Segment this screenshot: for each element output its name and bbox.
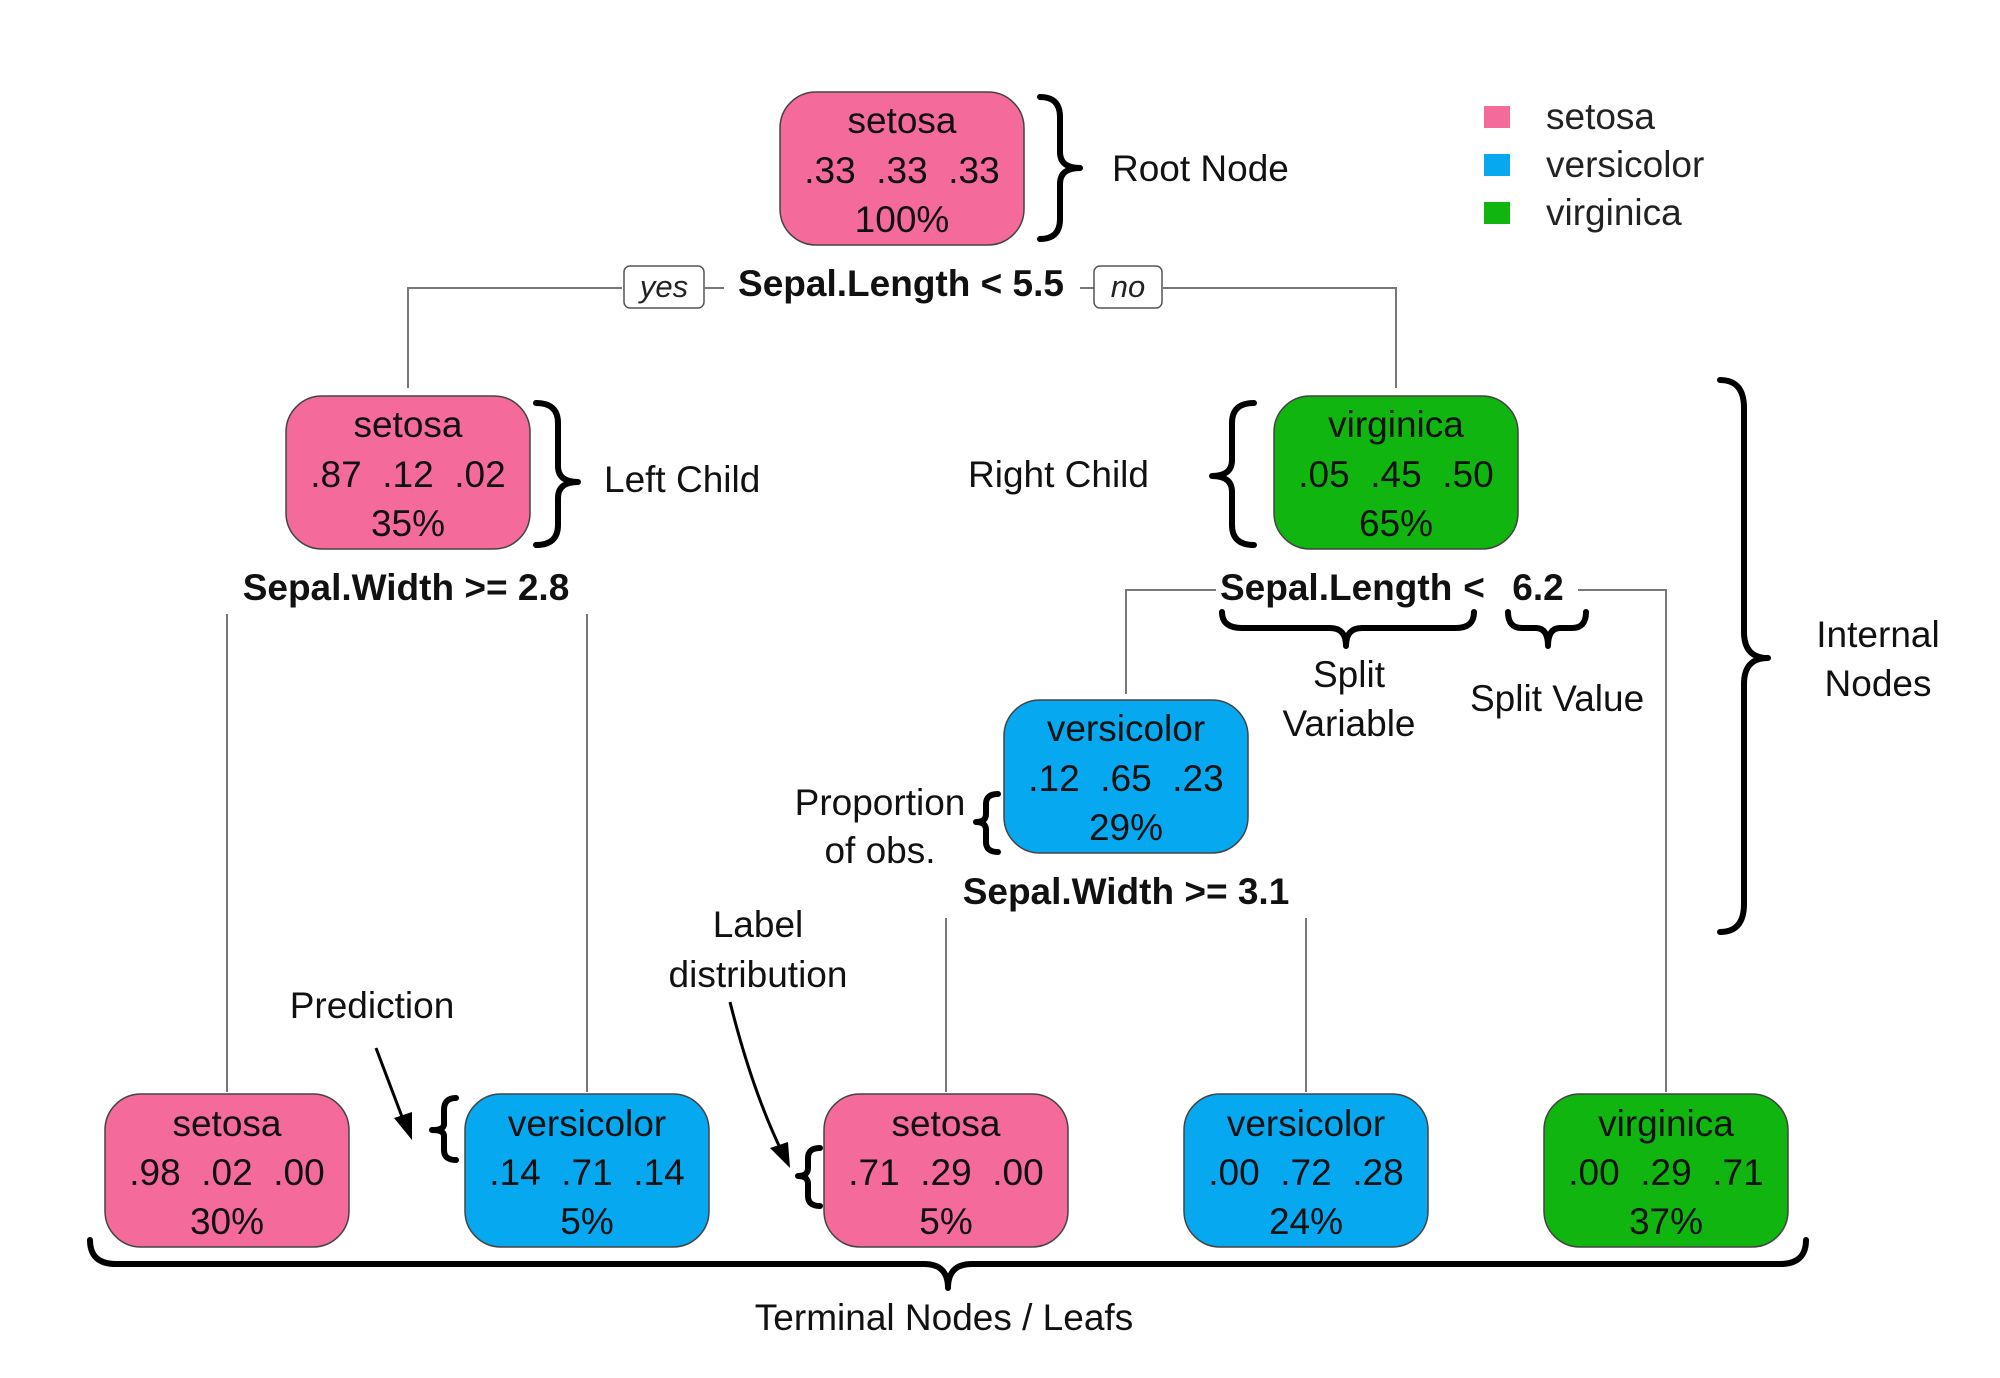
node-percent: 29% bbox=[1089, 807, 1163, 848]
label-distribution-line2: distribution bbox=[669, 954, 848, 995]
internal-versicolor-node[interactable]: versicolor .12 .65 .23 29% bbox=[1003, 699, 1249, 854]
node-probs: .98 .02 .00 bbox=[129, 1152, 324, 1193]
node-percent: 5% bbox=[919, 1201, 972, 1242]
node-percent: 100% bbox=[855, 199, 950, 240]
left-child-brace bbox=[533, 400, 581, 548]
label-distribution-arrow bbox=[728, 1001, 784, 1153]
leaf-node-4[interactable]: versicolor .00 .72 .28 24% bbox=[1183, 1093, 1429, 1248]
no-label-box bbox=[1093, 265, 1163, 309]
legend-label-setosa: setosa bbox=[1546, 96, 1655, 137]
edge-right-leaf5 bbox=[1578, 589, 1667, 1092]
node-percent: 65% bbox=[1359, 503, 1433, 544]
edge-root-left bbox=[407, 287, 622, 388]
node-class: setosa bbox=[353, 404, 462, 445]
split-variable-label-line1: Split bbox=[1313, 654, 1386, 695]
node-class: setosa bbox=[847, 100, 956, 141]
edge-right-mid bbox=[1125, 589, 1216, 694]
yes-label: yes bbox=[638, 269, 688, 304]
internal-nodes-label-line1: Internal bbox=[1816, 614, 1939, 655]
right-child-label: Right Child bbox=[968, 454, 1149, 495]
node-class: setosa bbox=[891, 1103, 1000, 1144]
prediction-label: Prediction bbox=[290, 985, 455, 1026]
label-distribution-brace bbox=[795, 1145, 823, 1209]
node-class: setosa bbox=[172, 1103, 281, 1144]
right-child-node[interactable]: virginica .05 .45 .50 65% bbox=[1273, 395, 1519, 550]
node-probs: .87 .12 .02 bbox=[310, 454, 505, 495]
legend-label-virginica: virginica bbox=[1546, 192, 1682, 233]
left-split-condition: Sepal.Width >= 2.8 bbox=[243, 567, 570, 608]
legend-label-versicolor: versicolor bbox=[1546, 144, 1704, 185]
split-labels: yes Sepal.Length < 5.5 no Sepal.Width >=… bbox=[243, 263, 1564, 912]
node-class: versicolor bbox=[1227, 1103, 1385, 1144]
node-percent: 5% bbox=[560, 1201, 613, 1242]
node-percent: 35% bbox=[371, 503, 445, 544]
proportion-label-line2: of obs. bbox=[824, 830, 935, 871]
split-variable-brace bbox=[1219, 609, 1477, 649]
label-distribution-arrowhead bbox=[770, 1142, 790, 1168]
root-node-brace bbox=[1037, 94, 1083, 242]
node-percent: 37% bbox=[1629, 1201, 1703, 1242]
node-probs: .12 .65 .23 bbox=[1028, 758, 1223, 799]
split-value-brace bbox=[1505, 609, 1589, 649]
node-class: virginica bbox=[1598, 1103, 1734, 1144]
internal-nodes-brace bbox=[1717, 377, 1771, 935]
right-split-operator: < bbox=[1463, 567, 1485, 608]
node-class: virginica bbox=[1328, 404, 1464, 445]
no-label: no bbox=[1111, 269, 1145, 304]
legend-swatch-setosa bbox=[1484, 106, 1510, 128]
left-child-label: Left Child bbox=[604, 459, 760, 500]
node-probs: .14 .71 .14 bbox=[489, 1152, 684, 1193]
left-child-node[interactable]: setosa .87 .12 .02 35% bbox=[285, 395, 531, 550]
prediction-brace bbox=[429, 1095, 459, 1163]
leaf-node-5[interactable]: virginica .00 .29 .71 37% bbox=[1543, 1093, 1789, 1248]
proportion-label-line1: Proportion bbox=[795, 782, 966, 823]
annotations: Root Node Left Child Right Child Split V… bbox=[87, 94, 1940, 1338]
prediction-arrowhead bbox=[394, 1112, 412, 1140]
proportion-brace bbox=[973, 791, 1001, 855]
node-probs: .71 .29 .00 bbox=[848, 1152, 1043, 1193]
leaf-node-1[interactable]: setosa .98 .02 .00 30% bbox=[104, 1093, 350, 1248]
right-child-brace bbox=[1209, 400, 1257, 548]
node-percent: 30% bbox=[190, 1201, 264, 1242]
split-variable-label-line2: Variable bbox=[1282, 703, 1415, 744]
legend-swatch-versicolor bbox=[1484, 154, 1510, 176]
terminal-nodes-brace bbox=[87, 1237, 1809, 1291]
node-probs: .05 .45 .50 bbox=[1298, 454, 1493, 495]
right-split-value: 6.2 bbox=[1512, 567, 1563, 608]
prediction-arrow bbox=[374, 1047, 406, 1123]
tree-nodes: setosa .33 .33 .33 100% setosa .87 .12 .… bbox=[104, 91, 1789, 1248]
root-split-condition: Sepal.Length < 5.5 bbox=[738, 263, 1064, 304]
root-node-label: Root Node bbox=[1112, 148, 1289, 189]
node-class: versicolor bbox=[1047, 708, 1205, 749]
internal-nodes-label-line2: Nodes bbox=[1825, 663, 1932, 704]
leaf-node-3[interactable]: setosa .71 .29 .00 5% bbox=[823, 1093, 1069, 1248]
node-probs: .33 .33 .33 bbox=[804, 150, 999, 191]
split-value-label: Split Value bbox=[1470, 678, 1644, 719]
legend-swatch-virginica bbox=[1484, 202, 1510, 224]
node-percent: 24% bbox=[1269, 1201, 1343, 1242]
node-probs: .00 .29 .71 bbox=[1568, 1152, 1763, 1193]
edge-root-right bbox=[1163, 287, 1397, 388]
mid-split-condition: Sepal.Width >= 3.1 bbox=[963, 871, 1290, 912]
tree-edges bbox=[226, 287, 1667, 1092]
label-distribution-line1: Label bbox=[713, 904, 804, 945]
legend: setosa versicolor virginica bbox=[1484, 96, 1704, 233]
terminal-nodes-label: Terminal Nodes / Leafs bbox=[755, 1297, 1133, 1338]
root-node[interactable]: setosa .33 .33 .33 100% bbox=[779, 91, 1025, 246]
node-class: versicolor bbox=[508, 1103, 666, 1144]
right-split-variable: Sepal.Length bbox=[1220, 567, 1452, 608]
leaf-node-2[interactable]: versicolor .14 .71 .14 5% bbox=[464, 1093, 710, 1248]
node-probs: .00 .72 .28 bbox=[1208, 1152, 1403, 1193]
